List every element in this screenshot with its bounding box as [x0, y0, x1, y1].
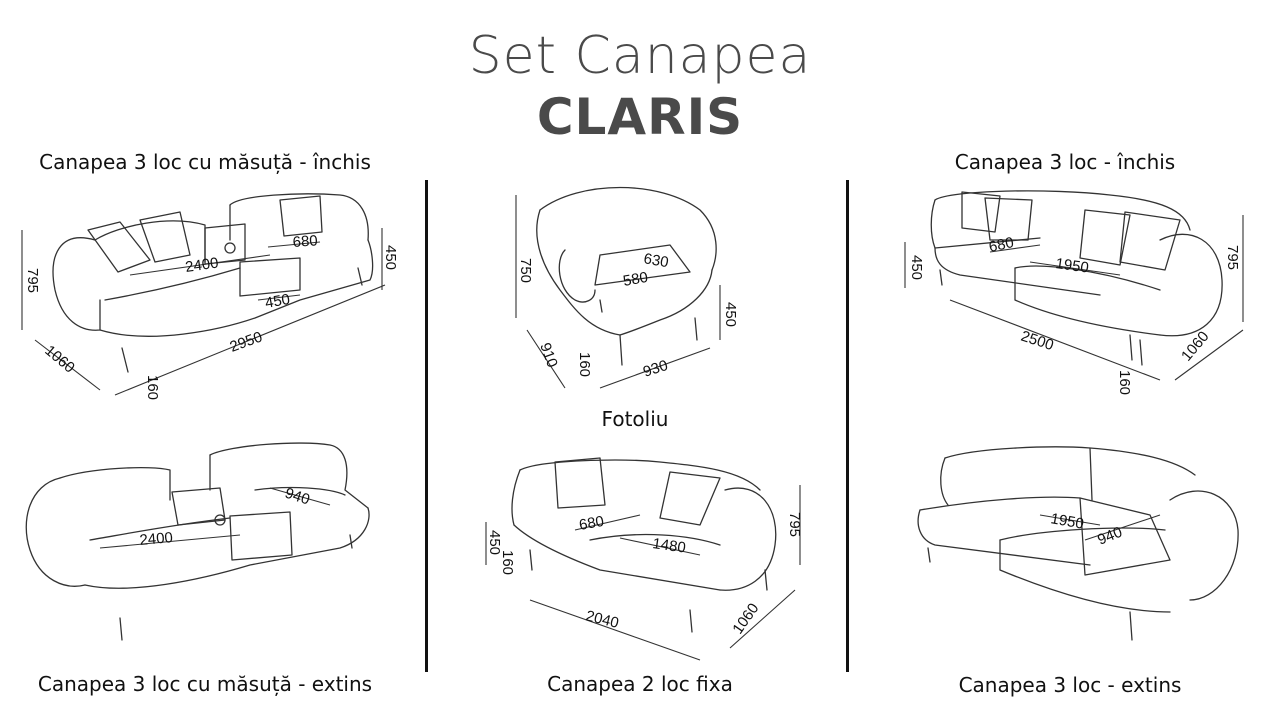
sofa-closed-drawing: 450 680 1950 795 2500 1060 160	[904, 190, 1244, 395]
dim-label: 160	[1116, 370, 1133, 395]
caption-sofa-2seat: Canapea 2 loc fixa	[547, 672, 733, 696]
dim-label: 940	[1095, 524, 1125, 549]
sofa-extended-drawing: 1950 940	[917, 446, 1239, 641]
product-name: CLARIS	[536, 88, 744, 146]
dim-label: 450	[722, 302, 739, 327]
dim-label: 930	[641, 357, 670, 381]
dim-label: 680	[578, 513, 606, 534]
dim-label: 1060	[729, 600, 762, 637]
caption-sofa-table-extended: Canapea 3 loc cu măsuță - extins	[37, 672, 373, 696]
dim-label: 2950	[228, 328, 265, 355]
dim-label: 630	[642, 250, 670, 271]
dim-label: 910	[536, 341, 561, 370]
dim-label: 1060	[41, 342, 77, 376]
dim-label: 2400	[184, 254, 219, 275]
dim-label: 160	[499, 550, 516, 575]
dim-label: 450	[486, 530, 503, 555]
dim-label: 1950	[1049, 510, 1085, 533]
dim-label: 940	[283, 485, 312, 509]
caption-armchair: Fotoliu	[601, 407, 669, 431]
caption-sofa-closed: Canapea 3 loc - închis	[954, 150, 1176, 174]
dim-label: 795	[24, 268, 41, 293]
sofa-table-extended-drawing: 2400 940	[25, 442, 370, 641]
dim-label: 750	[517, 258, 534, 283]
sofa-2seat-drawing: 450 160 680 1480 795 2040 1060	[485, 457, 803, 661]
dim-label: 1060	[1178, 328, 1212, 364]
caption-sofa-table-closed: Canapea 3 loc cu măsuță - închis	[39, 150, 371, 174]
dim-label: 160	[576, 352, 593, 377]
dim-label: 1480	[651, 535, 686, 556]
dim-label: 2400	[139, 529, 174, 549]
dim-label: 2500	[1019, 328, 1056, 354]
dim-label: 1950	[1054, 255, 1089, 276]
page-title: Set Canapea	[468, 26, 812, 86]
dim-label: 2040	[584, 607, 620, 632]
dim-label: 680	[292, 232, 318, 251]
dim-label: 160	[144, 375, 161, 400]
caption-sofa-extended: Canapea 3 loc - extins	[958, 673, 1182, 697]
dim-label: 450	[264, 291, 292, 312]
dim-label: 795	[1224, 245, 1241, 270]
dim-label: 795	[786, 512, 803, 537]
column-divider-right	[846, 180, 849, 672]
dim-label: 450	[908, 255, 925, 280]
sofa-table-closed-drawing: 795 1060 160 2950 2400 680 450 450	[21, 193, 399, 400]
dim-label: 680	[987, 234, 1015, 256]
dim-label: 450	[382, 245, 399, 270]
column-divider-left	[425, 180, 428, 672]
dim-label: 580	[622, 269, 650, 290]
armchair-drawing: 750 910 160 930 630 580 450	[515, 186, 739, 389]
